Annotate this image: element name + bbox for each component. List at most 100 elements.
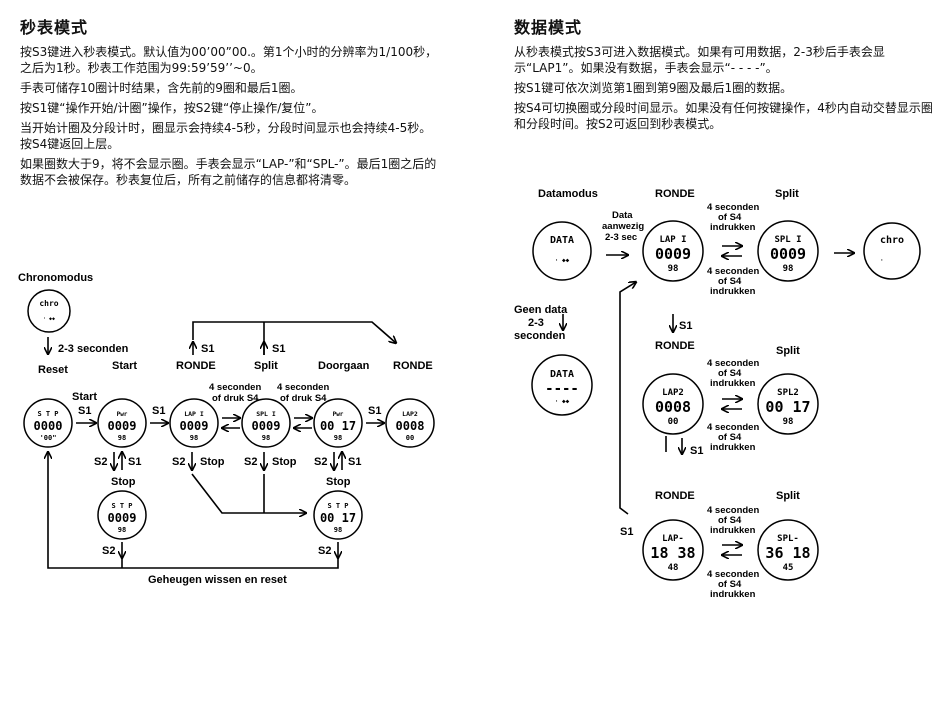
s1-label: S1	[152, 405, 165, 417]
doorgaan-label: Doorgaan	[318, 360, 370, 372]
data-present-label: Data	[612, 210, 633, 221]
split-label: Split	[775, 188, 799, 200]
s1-label: S1	[201, 343, 214, 355]
no-data-label: 2-3	[528, 317, 544, 329]
watch-display-text: SPL I	[774, 235, 801, 245]
watch-display-text: 0008	[396, 419, 425, 433]
s1-label: S1	[78, 405, 91, 417]
four-seconds-label: 4 seconden	[209, 382, 261, 393]
four-seconds-label: 4 seconden	[707, 505, 759, 516]
press-s4-label: indrukken	[710, 286, 756, 297]
stopwatch-paragraph: 按S1键“操作开始/计圈”操作，按S2键“停止操作/复位”。	[20, 101, 324, 115]
watch-display-text: LAP I	[184, 410, 204, 418]
watch-display-text: 98	[783, 264, 794, 274]
watch-display-text: ----	[545, 381, 579, 397]
data-mode-paragraph: 按S4可切换圈或分段时间显示。如果没有任何按键操作，4秒内自动交替显示圈和分段时…	[514, 101, 933, 131]
watch-display-text: Pwr	[117, 411, 128, 418]
s2-label: S2	[102, 545, 115, 557]
press-s4-label: of S4	[718, 276, 742, 287]
memory-reset-label: Geheugen wissen en reset	[148, 574, 287, 586]
watch-display-text: S T P	[37, 410, 58, 418]
watch-display-text: S T P	[111, 502, 132, 510]
s1-label: S1	[272, 343, 285, 355]
split-label: Split	[776, 345, 800, 357]
ronde-label: RONDE	[655, 340, 695, 352]
no-data-label: Geen data	[514, 304, 568, 316]
no-data-label: seconden	[514, 330, 566, 342]
s1-label: S1	[620, 526, 633, 538]
watch-display-text: 00 17	[320, 419, 356, 433]
watch-display-text: 48	[668, 563, 679, 573]
stopwatch-section: 秒表模式 按S3键进入秒表模式。默认值为00’00”00.。第1个小时的分辨率为…	[20, 14, 440, 192]
stopwatch-paragraph: 手表可储存10圈计时结果，含先前的9圈和最后1圈。	[20, 81, 303, 95]
chronomodus-label: Chronomodus	[18, 272, 93, 284]
watch-face: SPL2 00 17 98	[757, 373, 819, 435]
ronde-label: RONDE	[655, 490, 695, 502]
watch-display-text: SPL I	[256, 410, 276, 418]
watch-display-text: LAP2	[662, 388, 684, 398]
stopwatch-paragraph: 按S3键进入秒表模式。默认值为00’00”00.。第1个小时的分辨率为1/100…	[20, 45, 438, 75]
watch-face: LAP I 0009 98	[169, 398, 219, 448]
svg-text:· ◆◆: · ◆◆	[43, 316, 55, 322]
s2-label: S2	[314, 456, 327, 468]
watch-display-text: LAP-	[662, 534, 684, 544]
stop-label: Stop	[272, 456, 297, 468]
watch-display-text: 0009	[180, 419, 209, 433]
watch-display-text: 0009	[252, 419, 281, 433]
watch-display-text: 0009	[770, 245, 806, 263]
watch-face: chro ·	[863, 222, 921, 280]
watch-face: LAP- 18 38 48	[642, 519, 704, 581]
watch-face: Pwr 0009 98	[97, 398, 147, 448]
four-seconds-label: 4 seconden	[707, 422, 759, 433]
watch-display-text: DATA	[550, 369, 574, 380]
watch-display-text: 18 38	[650, 544, 695, 562]
svg-text:·: ·	[880, 257, 884, 264]
press-s4-label: indrukken	[710, 442, 756, 453]
start-label: Start	[112, 360, 137, 372]
data-mode-heading: 数据模式	[514, 18, 583, 37]
watch-display-text: 98	[334, 526, 342, 534]
press-s4-label: of S4	[718, 432, 742, 443]
s1-label: S1	[690, 445, 703, 457]
stopwatch-paragraph: 当开始计圈及分段计时，圈显示会持续4-5秒，分段时间显示也会持续4-5秒。按S4…	[20, 121, 432, 151]
watch-display-text: 0009	[655, 245, 691, 263]
stopwatch-diagram: Chronomodus chro · ◆◆ 2-3 seconden Reset…	[18, 272, 435, 586]
watch-display-text: 98	[334, 434, 342, 442]
s2-label: S2	[244, 456, 257, 468]
watch-face: DATA · ◆◆	[532, 221, 592, 281]
s2-label: S2	[172, 456, 185, 468]
watch-display-text: Pwr	[333, 411, 344, 418]
watch-display-text: 98	[118, 526, 126, 534]
reset-label: Reset	[38, 364, 68, 376]
press-s4-label: indrukken	[710, 222, 756, 233]
s2-label: S2	[318, 545, 331, 557]
watch-display-text: 98	[262, 434, 270, 442]
watch-display-text: 98	[118, 434, 126, 442]
watch-display-text: 0008	[655, 398, 691, 416]
watch-display-text: SPL2	[777, 388, 799, 398]
four-seconds-label: 4 seconden	[707, 266, 759, 277]
s1-label: S1	[348, 456, 361, 468]
wait-label: 2-3 seconden	[58, 343, 129, 355]
watch-display-text: 45	[783, 563, 794, 573]
watch-face: DATA ---- · ◆◆	[531, 354, 593, 416]
stopwatch-paragraph: 如果圈数大于9，将不会显示圈。手表会显示“LAP-”和“SPL-”。最后1圈之后…	[20, 157, 437, 187]
press-s4-label: of druk S4	[280, 393, 327, 404]
watch-display-text: chro	[880, 235, 904, 246]
split-label: Split	[254, 360, 278, 372]
s1-label: S1	[679, 320, 692, 332]
press-s4-label: indrukken	[710, 525, 756, 536]
watch-display-text: 98	[783, 417, 794, 427]
stop-label: Stop	[326, 476, 351, 488]
press-s4-label: of S4	[718, 579, 742, 590]
watch-display-text: 00	[406, 434, 414, 442]
start-label: Start	[72, 391, 97, 403]
data-mode-section: 数据模式 从秒表模式按S3可进入数据模式。如果有可用数据，2-3秒后手表会显示“…	[514, 14, 934, 136]
svg-text:· ◆◆: · ◆◆	[555, 398, 570, 405]
watch-face: SPL I 0009 98	[757, 220, 819, 282]
watch-display-text: SPL-	[777, 534, 799, 544]
s1-label: S1	[128, 456, 141, 468]
watch-face: Pwr 00 17 98	[313, 398, 363, 448]
data-mode-paragraph: 按S1键可依次浏览第1圈到第9圈及最后1圈的数据。	[514, 81, 793, 95]
